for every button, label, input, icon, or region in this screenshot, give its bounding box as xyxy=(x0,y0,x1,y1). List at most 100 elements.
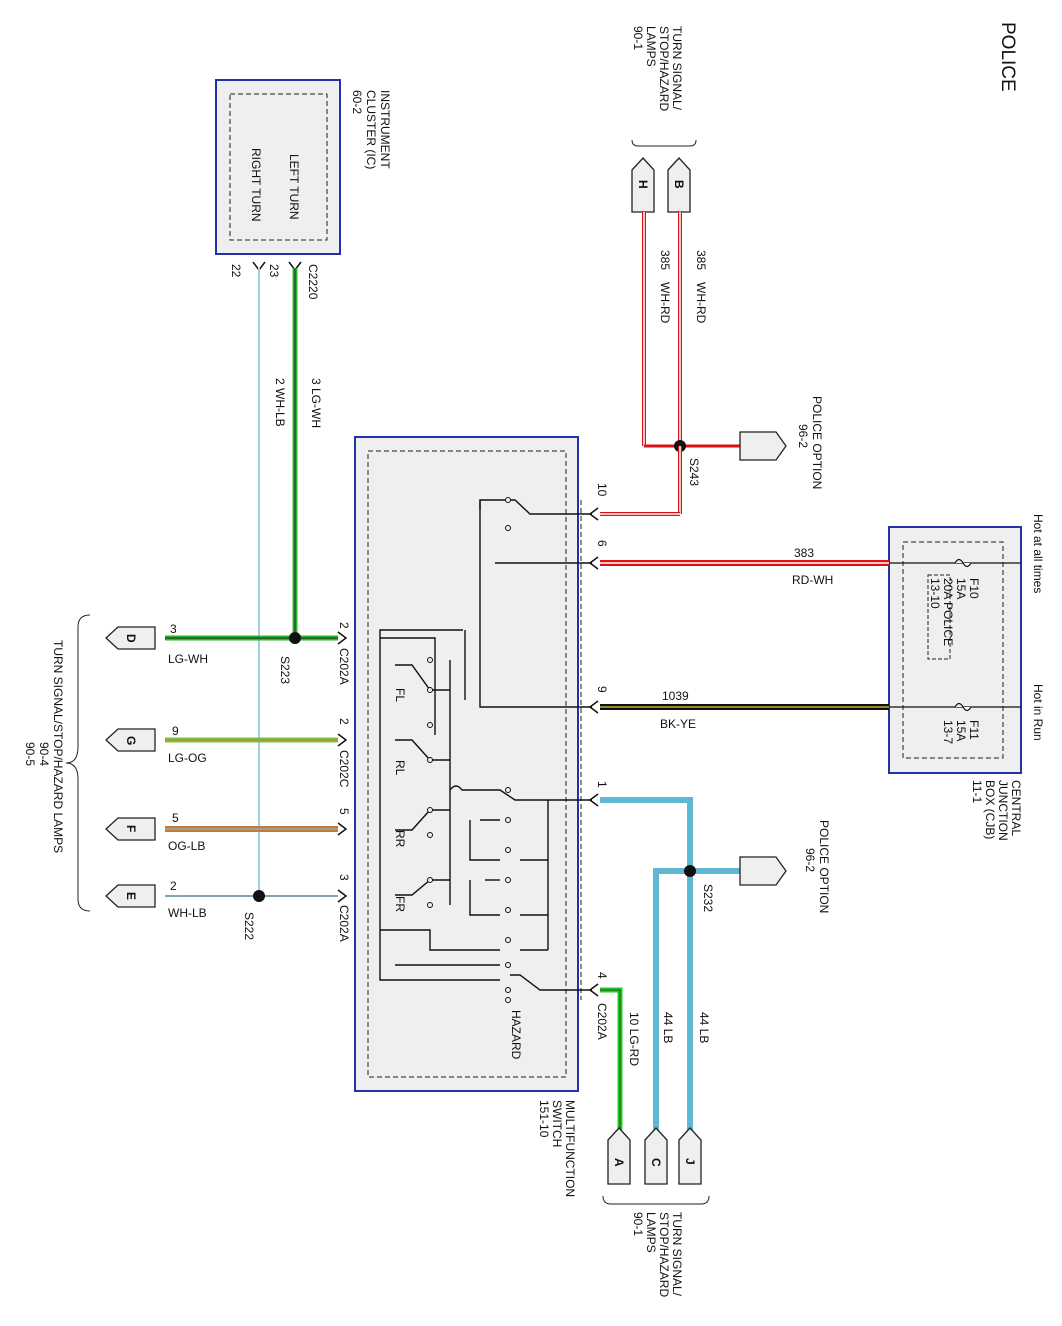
ic-pin-22: 22 xyxy=(229,264,243,278)
svg-text:11-1: 11-1 xyxy=(970,780,984,803)
svg-text:TURN SIGNAL/STOP/HAZARD LAMPS: TURN SIGNAL/STOP/HAZARD LAMPS xyxy=(51,640,65,853)
turn-signal-top-ref: TURN SIGNAL/ STOP/HAZARD LAMPS 90-1 xyxy=(631,26,697,147)
svg-text:LAMPS: LAMPS xyxy=(644,1212,658,1253)
svg-text:POLICE OPTION: POLICE OPTION xyxy=(817,820,831,913)
svg-text:2: 2 xyxy=(337,622,351,629)
svg-text:4: 4 xyxy=(595,972,609,979)
svg-text:CENTRAL: CENTRAL xyxy=(1009,780,1023,836)
wire-e-color: WH-LB xyxy=(168,906,207,920)
svg-text:G: G xyxy=(124,736,138,745)
svg-text:BOX (CJB): BOX (CJB) xyxy=(983,780,997,839)
instrument-cluster: LEFT TURN RIGHT TURN INSTRUMENT CLUSTER … xyxy=(215,79,392,300)
turn-signal-bottom-ref: TURN SIGNAL/ STOP/HAZARD LAMPS 90-1 xyxy=(631,1212,684,1297)
svg-text:2: 2 xyxy=(337,718,351,725)
svg-text:3: 3 xyxy=(337,874,351,881)
svg-text:5: 5 xyxy=(337,808,351,815)
wire-44-lb-c: 44 LB xyxy=(661,1012,675,1043)
connector-a: A xyxy=(607,1127,631,1185)
wire-44-lb-j: 44 LB xyxy=(697,1012,711,1043)
svg-text:TURN SIGNAL/: TURN SIGNAL/ xyxy=(670,1212,684,1297)
svg-text:H: H xyxy=(636,180,650,189)
svg-text:RR: RR xyxy=(393,830,407,848)
svg-text:E: E xyxy=(124,892,138,900)
wire-d-color: LG-WH xyxy=(168,652,208,666)
svg-text:B: B xyxy=(672,180,686,189)
svg-text:MULTIFUNCTION: MULTIFUNCTION xyxy=(563,1100,577,1197)
svg-text:10: 10 xyxy=(595,483,609,497)
svg-text:STOP/HAZARD: STOP/HAZARD xyxy=(657,26,671,111)
svg-text:S222: S222 xyxy=(242,912,256,940)
svg-text:POLICE OPTION: POLICE OPTION xyxy=(810,396,824,489)
svg-text:S223: S223 xyxy=(278,656,292,684)
svg-text:90-5: 90-5 xyxy=(23,742,37,766)
connector-c: C xyxy=(644,1127,668,1185)
connector-d: D xyxy=(105,626,156,650)
hazard-label: HAZARD xyxy=(509,1010,523,1060)
wire-f-circuit: 5 xyxy=(172,811,179,825)
svg-text:FR: FR xyxy=(393,896,407,912)
wire-385-b: 385WH-RD xyxy=(694,250,708,324)
wire-1039-color: BK-YE xyxy=(660,717,696,731)
svg-text:1: 1 xyxy=(595,781,609,788)
svg-text:C202C: C202C xyxy=(337,750,351,788)
splice-s223 xyxy=(289,632,301,644)
svg-text:JUNCTION: JUNCTION xyxy=(996,780,1010,841)
wire-e-circuit: 2 xyxy=(170,879,177,893)
svg-text:S232: S232 xyxy=(701,884,715,912)
connector-j: J xyxy=(678,1127,702,1185)
svg-text:F10: F10 xyxy=(967,578,981,599)
svg-text:F: F xyxy=(124,825,138,832)
wire-2-wh-lb-label: 2 WH-LB xyxy=(273,378,287,427)
svg-text:LAMPS: LAMPS xyxy=(644,26,658,67)
connector-f: F xyxy=(105,817,156,841)
wire-383-circuit: 383 xyxy=(794,546,814,560)
wire-f-color: OG-LB xyxy=(168,839,205,853)
ic-title-1: INSTRUMENT xyxy=(378,90,392,169)
svg-text:96-2: 96-2 xyxy=(796,424,810,448)
svg-text:9: 9 xyxy=(595,686,609,693)
ic-left-turn: LEFT TURN xyxy=(287,154,301,220)
central-junction-box: F10 15A 20A POLICE 13-10 F11 15A 13-7 Ho… xyxy=(888,514,1045,841)
svg-text:C: C xyxy=(649,1158,663,1167)
svg-text:C202A: C202A xyxy=(595,1003,609,1040)
svg-text:90-1: 90-1 xyxy=(631,1212,645,1236)
police-option-1: POLICE OPTION 96-2 xyxy=(739,396,824,489)
switch-pins xyxy=(337,507,599,997)
svg-text:96-2: 96-2 xyxy=(803,848,817,872)
wire-d-circuit: 3 xyxy=(170,622,177,636)
svg-text:J: J xyxy=(683,1158,697,1165)
ic-connector: C2220 xyxy=(306,264,320,300)
ic-right-turn: RIGHT TURN xyxy=(249,148,263,222)
svg-text:Hot in Run: Hot in Run xyxy=(1031,684,1045,741)
svg-text:15A: 15A xyxy=(954,720,968,741)
svg-text:C202A: C202A xyxy=(337,648,351,685)
svg-text:151-10: 151-10 xyxy=(537,1100,551,1138)
wire-3-lg-wh-label: 3 LG-WH xyxy=(309,378,323,428)
connector-g: G xyxy=(105,728,156,752)
svg-text:S243: S243 xyxy=(687,458,701,486)
svg-text:90-4: 90-4 xyxy=(37,742,51,766)
svg-text:C202A: C202A xyxy=(337,905,351,942)
police-option-2: POLICE OPTION 96-2 xyxy=(739,820,831,913)
svg-text:SWITCH: SWITCH xyxy=(550,1100,564,1147)
svg-text:STOP/HAZARD: STOP/HAZARD xyxy=(657,1212,671,1297)
svg-text:90-1: 90-1 xyxy=(631,26,645,50)
wire-385-h: 385WH-RD xyxy=(658,250,672,324)
svg-text:13-10: 13-10 xyxy=(928,578,942,609)
svg-text:A: A xyxy=(612,1158,626,1167)
svg-text:6: 6 xyxy=(595,540,609,547)
ic-pin-23: 23 xyxy=(267,264,281,278)
svg-text:RL: RL xyxy=(393,760,407,776)
connector-e: E xyxy=(105,884,156,908)
svg-text:20A POLICE: 20A POLICE xyxy=(941,578,955,646)
page-header: POLICE xyxy=(997,22,1018,92)
multifunction-switch: FL RL RR FR HAZARD MULTIFUNCTION SWITCH … xyxy=(354,436,592,1197)
svg-text:FL: FL xyxy=(393,688,407,702)
connector-b: B xyxy=(667,157,691,213)
wire-1039-circuit: 1039 xyxy=(662,689,689,703)
svg-text:Hot at all times: Hot at all times xyxy=(1031,514,1045,593)
splice-s232 xyxy=(684,865,696,877)
svg-text:13-7: 13-7 xyxy=(941,720,955,744)
turn-signal-left-ref: TURN SIGNAL/STOP/HAZARD LAMPS 90-4 90-5 xyxy=(23,640,65,853)
